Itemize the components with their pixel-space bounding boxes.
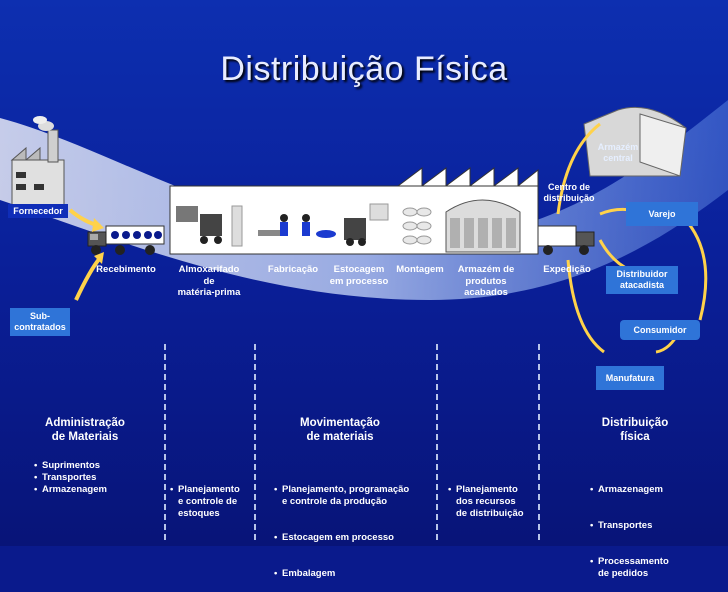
bullet-item: Planejamento, programação e controle da … [274, 484, 434, 508]
bullet-item: Embalagem [274, 568, 434, 580]
curve-manufatura [566, 259, 605, 354]
section-administracao: Administração de Materiais [45, 417, 125, 443]
receiving-truck-icon [87, 225, 165, 255]
varejo-box: Varejo [626, 202, 698, 226]
stage-montagem: Montagem [396, 264, 444, 275]
stage-almoxarifado: Almoxarifado de matéria-prima [177, 264, 241, 298]
supplier-label: Fornecedor [8, 204, 68, 218]
bullet-item: Suprimentos [34, 460, 154, 472]
shipping-truck-icon [537, 225, 595, 255]
stage-expedicao: Expedição [543, 264, 591, 275]
bullet-item: Planejamento e controle de estoques [170, 484, 254, 520]
factory-icon [10, 116, 65, 209]
bullets-col3: Planejamento, programação e controle da … [274, 460, 434, 592]
divider-2 [254, 344, 256, 540]
stage-armazem-produtos: Armazém de produtos acabados [457, 264, 515, 298]
subcontractors-box: Sub- contratados [10, 308, 70, 336]
bullets-col4: Planejamento dos recursos de distribuiçã… [448, 460, 538, 532]
consumidor-box: Consumidor [620, 320, 700, 340]
main-factory-icon [169, 167, 539, 255]
divider-3 [436, 344, 438, 540]
bullet-item: Processamento de pedidos [590, 556, 700, 580]
distribuidor-atacadista-box: Distribuidor atacadista [606, 266, 678, 294]
bullet-item: Armazenagem [590, 484, 700, 496]
central-warehouse-icon [583, 106, 687, 177]
stage-recebimento: Recebimento [96, 264, 156, 275]
stage-fabricacao: Fabricação [267, 264, 319, 275]
bullets-col1: Suprimentos Transportes Armazenagem [34, 460, 154, 496]
stage-estocagem: Estocagem em processo [329, 264, 389, 287]
bullets-col2: Planejamento e controle de estoques [170, 460, 254, 532]
bullet-item: Armazenagem [34, 484, 154, 496]
page-title: Distribuição Física [220, 50, 508, 88]
bullet-item: Planejamento dos recursos de distribuiçã… [448, 484, 538, 520]
section-movimentacao: Movimentação de materiais [300, 417, 380, 443]
bullet-item: Estocagem em processo [274, 532, 434, 544]
bullet-item: Transportes [34, 472, 154, 484]
bullet-item: Transportes [590, 520, 700, 532]
central-warehouse-label: Armazém central [597, 142, 639, 163]
bullets-col5: Armazenagem Transportes Processamento de… [590, 460, 700, 592]
section-distribuicao: Distribuição física [601, 417, 669, 443]
curve-armazem [556, 122, 601, 215]
distribution-center-label: Centro de distribuição [543, 182, 595, 203]
divider-4 [538, 344, 540, 540]
manufatura-box: Manufatura [596, 366, 664, 390]
divider-1 [164, 344, 166, 540]
